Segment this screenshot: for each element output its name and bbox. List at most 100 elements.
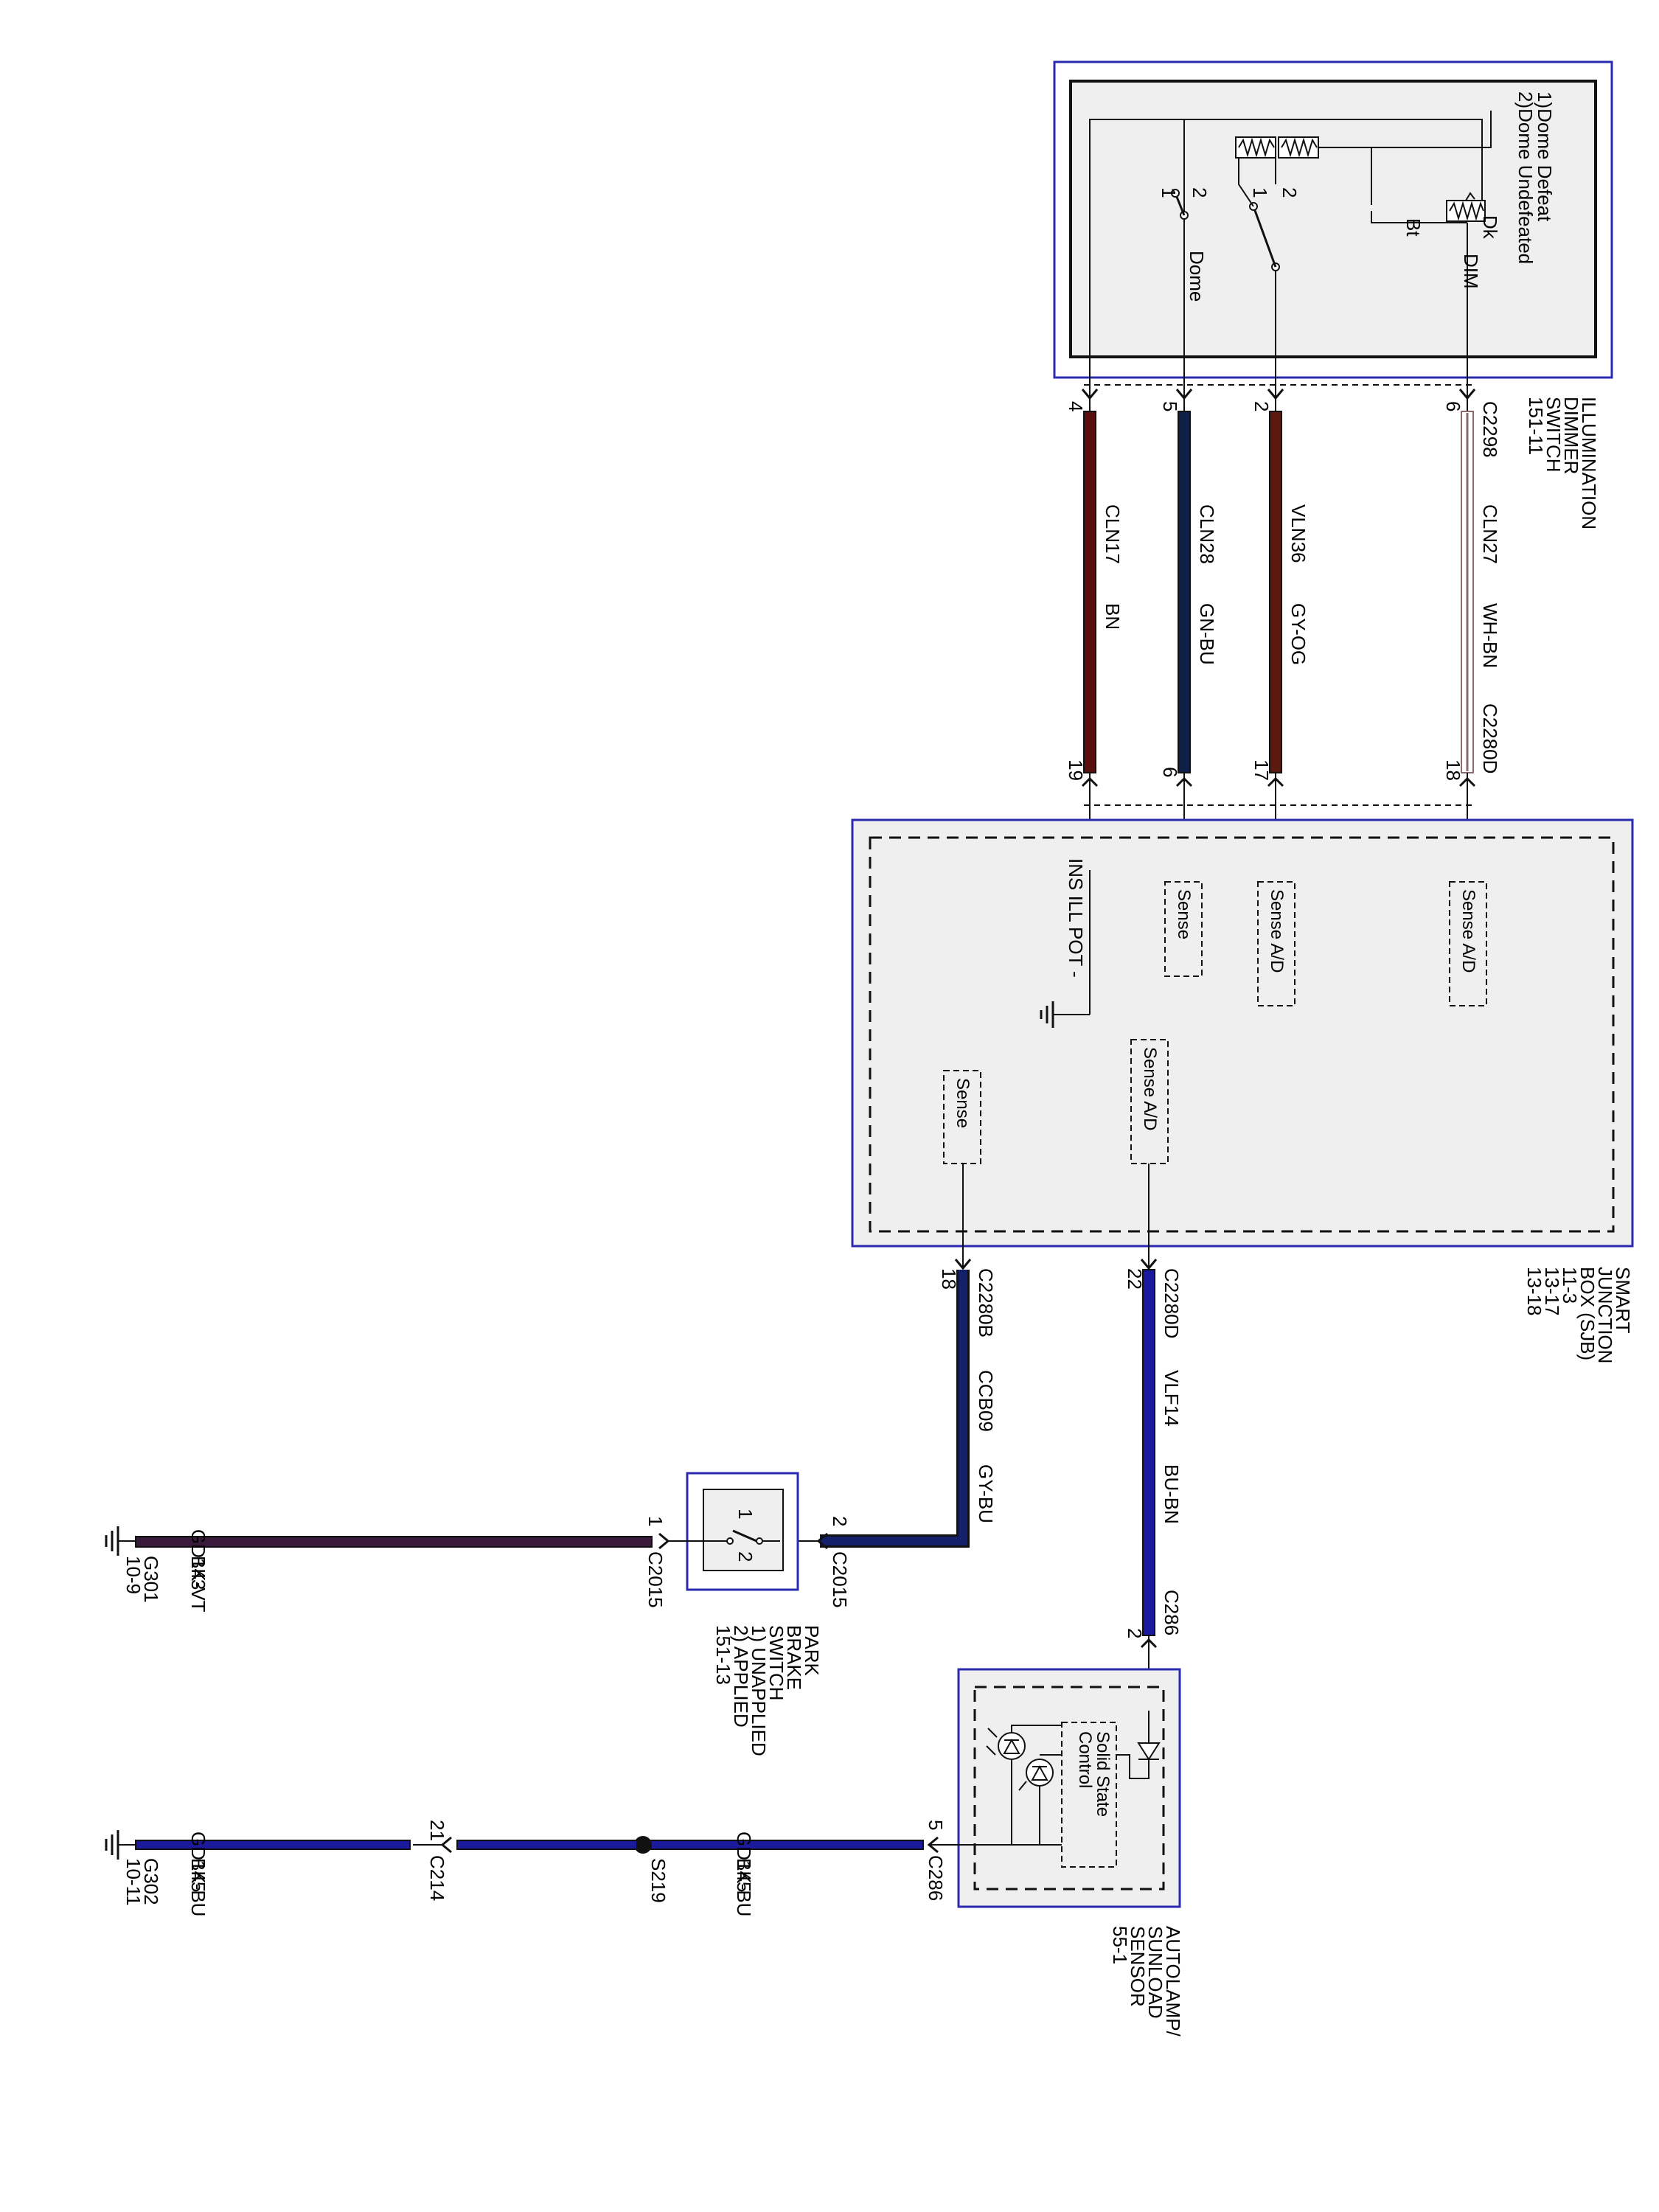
circuit-vln36-label: VLN36 <box>1287 504 1310 563</box>
sensor-title-2: SUNLOAD <box>1144 1926 1166 2019</box>
wire-gd145-b <box>135 1840 411 1850</box>
brake-title-6: 151-13 <box>712 1625 734 1685</box>
pin-top-6: 6 <box>1442 401 1464 411</box>
sense-ad-label-2: Sense A/D <box>1458 889 1478 973</box>
ground-g302-page: 10-11 <box>122 1858 145 1906</box>
pin-bottom-19: 19 <box>1065 759 1087 781</box>
circuit-gd145[interactable]: 5 C286 GD145 BK-BU S219 21 C214 GD145 BK… <box>105 1820 947 1916</box>
dome-label: Dome <box>1186 251 1208 302</box>
control-label: Control <box>1075 1731 1095 1788</box>
illumination-dimmer-switch: 1)Dome Defeat 2)Dome Undefeated 2 1 Dome… <box>1053 60 1613 529</box>
color-gybu-label: GY-BU <box>975 1464 997 1523</box>
circuit-ccb09[interactable]: 18 C2280B CCB09 GY-BU 2 C2015 <box>780 1259 997 1608</box>
bt-label: Bt <box>1402 218 1425 237</box>
sensor-title-4: 55-1 <box>1109 1926 1131 1964</box>
sjb-title-2: JUNCTION <box>1594 1267 1616 1363</box>
mode-1-label: 1)Dome Defeat <box>1534 91 1556 222</box>
sensor-title-3: SENSOR <box>1127 1926 1149 2007</box>
color-bkbu-a-label: BK-BU <box>733 1858 755 1916</box>
circuit-cln27-label: CLN27 <box>1479 504 1501 564</box>
dim-pos-1: 1 <box>1249 187 1271 198</box>
color-bubn-label: BU-BN <box>1161 1464 1183 1524</box>
color-whbn-label: WH-BN <box>1479 603 1501 668</box>
circuit-vlf14-label: VLF14 <box>1161 1370 1183 1427</box>
pin-top-4: 4 <box>1065 401 1087 411</box>
circuit-vlf14[interactable]: 22 C2280D VLF14 BU-BN C286 2 <box>1124 1259 1183 1711</box>
pin-switch-2: 2 <box>829 1516 851 1526</box>
circuit-cln27[interactable]: 6 C2298 CLN27 WH-BN C2280D 18 <box>1442 378 1501 882</box>
connector-c214-label: C214 <box>426 1855 448 1901</box>
brake-title-1: PARK <box>801 1625 823 1677</box>
wire-gd145-mid <box>456 1840 638 1850</box>
connector-c286-top-label: C286 <box>1161 1590 1183 1635</box>
connector-c2298-label: C2298 <box>1479 401 1501 458</box>
sjb-title-6: 13-18 <box>1523 1267 1545 1316</box>
sense-label-2: Sense <box>953 1078 973 1128</box>
connector-c2015-bottom-label: C2015 <box>644 1551 667 1608</box>
color-bn-label: BN <box>1102 603 1124 630</box>
dimmer-title-3: SWITCH <box>1543 397 1565 473</box>
connector-c286-bottom-label: C286 <box>925 1855 947 1901</box>
sensor-title-1: AUTOLAMP/ <box>1162 1926 1184 2037</box>
park-brake-switch: 1 2 PARK BRAKE SWITCH 1) UNAPPLIED 2) AP… <box>686 1472 823 1756</box>
wire-gd145-a <box>648 1840 924 1850</box>
ground-g302-label: G302 <box>140 1858 162 1905</box>
circuit-gd145-b-label: GD145 <box>187 1832 209 1892</box>
brake-pos-1: 1 <box>734 1509 757 1519</box>
circuit-gd145-a-label: GD145 <box>733 1832 755 1892</box>
brake-pos-2: 2 <box>734 1551 757 1562</box>
dimmer-title-2: DIMMER <box>1560 397 1582 474</box>
circuit-cln17[interactable]: 4 CLN17 BN 19 <box>1065 378 1124 870</box>
wire-gd143 <box>135 1536 653 1548</box>
circuit-cln28[interactable]: 5 CLN28 GN-BU 6 <box>1159 378 1218 882</box>
splice-s219-label: S219 <box>647 1858 669 1903</box>
dome-pos-1: 1 <box>1158 187 1180 198</box>
ground-g301-label: G301 <box>140 1556 162 1603</box>
pin-gd143-1: 1 <box>644 1516 667 1526</box>
sense-ad-label-3: Sense A/D <box>1140 1047 1160 1130</box>
splice-s219-dot <box>634 1836 652 1854</box>
pin-gd145-21: 21 <box>426 1820 448 1841</box>
wire-cln17 <box>1083 411 1096 773</box>
connector-c2298 <box>1084 384 1475 806</box>
smart-junction-box: INS ILL POT - Sense Sense A/D Sense A/D … <box>851 818 1634 1363</box>
brake-title-4: 1) UNAPPLIED <box>748 1625 770 1756</box>
dimmer-title-1: ILLUMINATION <box>1578 397 1600 529</box>
wire-cln28 <box>1178 411 1191 773</box>
connector-c2015-top-label: C2015 <box>829 1551 851 1608</box>
pin-top-2: 2 <box>1251 401 1273 411</box>
wire-vlf14 <box>1142 1269 1155 1636</box>
brake-title-3: SWITCH <box>765 1625 787 1701</box>
autolamp-sunload-sensor: Control Solid State AUTOLAMP/ SUNLOAD SE… <box>929 1668 1184 2037</box>
connector-c2280b-label: C2280B <box>975 1268 997 1338</box>
sjb-title-3: BOX (SJB) <box>1576 1267 1599 1360</box>
sjb-title-1: SMART <box>1612 1267 1634 1334</box>
circuit-vln36[interactable]: 2 VLN36 GY-OG 17 <box>1251 378 1310 882</box>
pin-sensor-2: 2 <box>1124 1628 1146 1638</box>
connector-c2280d-top-label: C2280D <box>1479 703 1501 773</box>
dome-pos-2: 2 <box>1189 187 1211 198</box>
pin-gd145-5: 5 <box>925 1820 947 1830</box>
wire-ccb09 <box>820 1270 967 1545</box>
sense-label-1: Sense <box>1174 889 1194 939</box>
brake-title-2: BRAKE <box>783 1625 805 1690</box>
color-bkvt-label: BK-VT <box>187 1556 209 1613</box>
pin-18: 18 <box>938 1268 960 1290</box>
dim-label: DIM <box>1460 254 1482 289</box>
brake-title-5: 2) APPLIED <box>730 1625 752 1728</box>
color-gnbu-label: GN-BU <box>1196 603 1218 665</box>
sjb-title-5: 13-17 <box>1541 1267 1563 1316</box>
sense-ad-label-1: Sense A/D <box>1267 889 1287 973</box>
ground-g301-page: 10-9 <box>122 1556 145 1594</box>
circuit-gd143[interactable]: 1 C2015 GD143 BK-VT G301 10-9 <box>105 1516 706 1613</box>
wire-vln36 <box>1269 411 1282 773</box>
dimmer-title-4: 151-11 <box>1525 397 1547 455</box>
color-bkbu-b-label: BK-BU <box>187 1858 209 1916</box>
mode-2-label: 2)Dome Undefeated <box>1514 91 1537 264</box>
dim-pos-2: 2 <box>1279 187 1301 198</box>
pin-22: 22 <box>1124 1268 1146 1290</box>
pin-bottom-18: 18 <box>1442 759 1464 781</box>
pin-bottom-17: 17 <box>1251 759 1273 781</box>
circuit-cln17-label: CLN17 <box>1102 504 1124 564</box>
